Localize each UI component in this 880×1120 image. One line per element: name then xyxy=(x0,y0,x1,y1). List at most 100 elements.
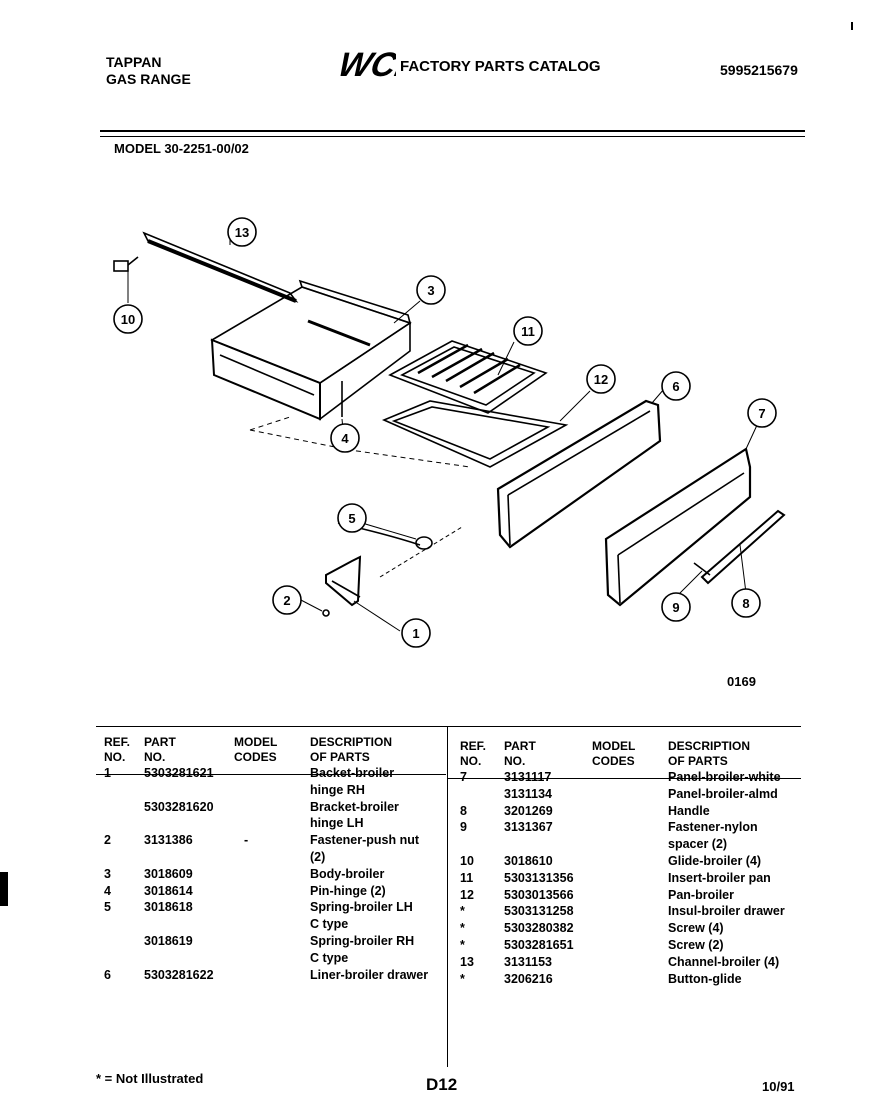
cell-part: 3201269 xyxy=(504,803,553,818)
svg-text:4: 4 xyxy=(341,431,349,446)
svg-text:6: 6 xyxy=(672,379,679,394)
callout-13: 13 xyxy=(227,217,257,247)
cell-desc: Fastener-push nut xyxy=(310,833,420,848)
part-glide xyxy=(113,256,139,272)
table-top-rule xyxy=(96,726,801,727)
cell-part: 5303281622 xyxy=(144,967,214,982)
cell-part: 3018610 xyxy=(504,853,553,868)
table-header-rule-left xyxy=(96,774,446,775)
cell-ref: 1 xyxy=(104,766,111,780)
cell-desc: Fastener-nylon xyxy=(668,820,758,835)
cell-desc: (2) xyxy=(310,849,326,864)
cell-desc: spacer (2) xyxy=(668,837,728,852)
cell-codes xyxy=(234,866,310,883)
header-ref-no: REF.NO. xyxy=(104,735,131,764)
revision-date: 10/91 xyxy=(762,1079,795,1094)
cell-desc: Liner-broiler drawer xyxy=(310,967,429,982)
cell-codes xyxy=(234,765,310,782)
cell-ref: 13 xyxy=(460,954,474,969)
svg-text:10: 10 xyxy=(121,312,135,327)
cell-desc: Body-broiler xyxy=(310,866,385,881)
callout-5: 5 xyxy=(337,503,367,533)
part-pan-broiler xyxy=(381,400,569,468)
part-insert-broiler-pan xyxy=(388,340,548,414)
cell-desc: Insert-broiler pan xyxy=(668,870,771,885)
cell-ref: * xyxy=(460,937,465,952)
cell-ref xyxy=(104,933,144,950)
cell-desc: Button-glide xyxy=(668,971,742,986)
cell-ref: 8 xyxy=(460,803,467,818)
cell-codes xyxy=(234,782,310,799)
catalog-number: 5995215679 xyxy=(720,62,798,78)
callout-1: 1 xyxy=(401,618,431,648)
cell-desc: Spring-broiler RH xyxy=(310,933,415,948)
svg-text:5: 5 xyxy=(348,511,355,526)
cell-desc: Channel-broiler (4) xyxy=(668,954,780,969)
svg-text:3: 3 xyxy=(427,283,434,298)
table-row: spacer (2) xyxy=(460,836,800,853)
table-row: * 5303280382 Screw (4) xyxy=(460,920,800,937)
callout-2: 2 xyxy=(272,585,302,615)
cell-codes xyxy=(234,933,310,950)
cell-part: 3018619 xyxy=(144,933,193,948)
cell-codes xyxy=(592,769,668,786)
cell-part: 3018609 xyxy=(144,866,193,881)
cell-codes xyxy=(234,883,310,900)
cell-ref: 6 xyxy=(104,967,111,982)
cell-codes xyxy=(592,836,668,853)
cell-ref: 5 xyxy=(104,900,111,915)
header-rule-thin xyxy=(100,136,805,137)
callout-8: 8 xyxy=(731,588,761,618)
model-number: MODEL 30-2251-00/02 xyxy=(114,141,249,156)
table-row: 3018619 Spring-broiler RH xyxy=(104,933,442,950)
cell-part: 5303281651 xyxy=(504,937,574,952)
cell-ref: * xyxy=(460,921,465,936)
part-push-nut xyxy=(322,609,330,617)
cell-ref: * xyxy=(460,971,465,986)
callout-6: 6 xyxy=(661,371,691,401)
exploded-parts-diagram: 13 10 3 11 12 6 7 4 5 2 1 9 8 xyxy=(113,217,786,648)
cell-codes xyxy=(592,786,668,803)
cell-codes xyxy=(592,954,668,971)
cell-desc: Pin-hinge (2) xyxy=(310,883,386,898)
footnote: * = Not Illustrated xyxy=(96,1071,204,1086)
part-bracket-broiler-hinge xyxy=(325,555,362,607)
table-row: * 3206216 Button-glide xyxy=(460,971,800,988)
cell-part: 5303280382 xyxy=(504,921,574,936)
cell-codes xyxy=(592,819,668,836)
cell-ref xyxy=(460,786,504,803)
cell-part: 5303281620 xyxy=(144,799,214,814)
cell-desc: Handle xyxy=(668,803,710,818)
part-liner-broiler-drawer xyxy=(496,399,662,549)
cell-desc: Screw (4) xyxy=(668,921,724,936)
cell-part: 5303131356 xyxy=(504,870,574,885)
cell-codes xyxy=(234,916,310,933)
cell-ref: 12 xyxy=(460,887,474,902)
cell-part: 5303013566 xyxy=(504,887,574,902)
cell-desc: Spring-broiler LH xyxy=(310,900,413,915)
cell-part: 3206216 xyxy=(504,971,553,986)
callout-3: 3 xyxy=(416,275,446,305)
cell-desc: Glide-broiler (4) xyxy=(668,853,762,868)
table-row: (2) xyxy=(104,849,442,866)
cell-codes xyxy=(592,803,668,820)
cell-desc: hinge RH xyxy=(310,782,365,797)
header-ref-no: REF.NO. xyxy=(460,739,487,768)
cell-desc: Panel-broiler-white xyxy=(668,770,781,784)
cell-ref xyxy=(104,916,144,933)
cell-codes xyxy=(592,920,668,937)
cell-part xyxy=(144,782,234,799)
